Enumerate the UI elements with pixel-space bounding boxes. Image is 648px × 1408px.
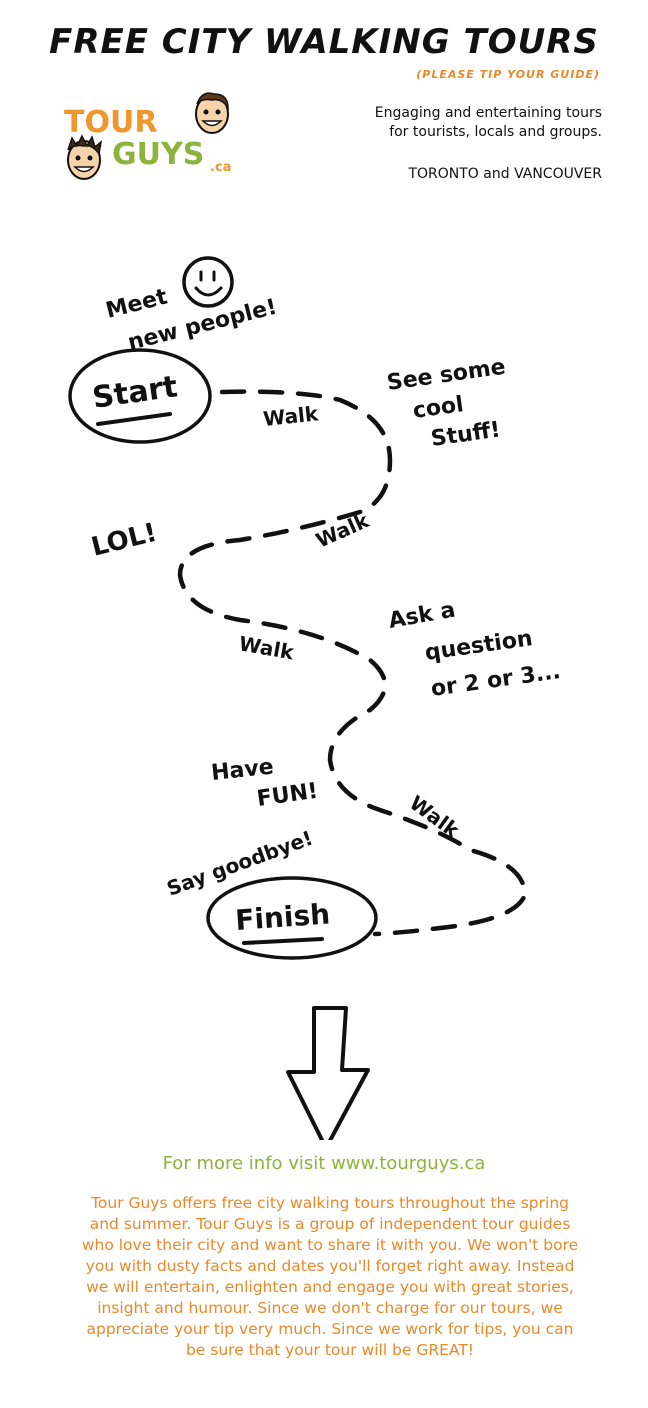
label-have: Have: [210, 755, 275, 786]
about-line: you with dusty facts and dates you'll fo…: [85, 1257, 575, 1275]
label-meet: Meet: [103, 284, 170, 323]
tip-reminder: (PLEASE TIP YOUR GUIDE): [416, 68, 600, 81]
label-fun: FUN!: [255, 779, 319, 812]
cities: TORONTO and VANCOUVER: [408, 166, 602, 182]
more-info-link[interactable]: For more info visit www.tourguys.ca: [162, 1153, 486, 1174]
tour-guys-logo: TOUR GUYS .ca: [62, 88, 262, 188]
label-stuff: Stuff!: [429, 417, 502, 451]
label-start: Start: [90, 369, 179, 416]
about-line: and summer. Tour Guys is a group of inde…: [89, 1215, 571, 1233]
smiley-icon: [182, 256, 234, 308]
finish-oval: [206, 876, 378, 960]
about-paragraph: Tour Guys offers free city walking tours…: [56, 1193, 604, 1361]
logo-word-guys: GUYS: [112, 137, 205, 172]
label-finish: Finish: [234, 897, 331, 937]
tagline-line: Engaging and entertaining tours: [374, 105, 602, 121]
label-walk-3: Walk: [237, 631, 296, 664]
guide-faces-icon: [67, 92, 229, 180]
label-say-goodbye: Say goodbye!: [164, 826, 316, 901]
label-ask-a: Ask a: [387, 598, 458, 634]
label-or-2-or-3: or 2 or 3...: [429, 659, 562, 702]
tagline: Engaging and entertaining tours for tour…: [375, 104, 602, 142]
label-question: question: [423, 626, 534, 666]
about-line: we will entertain, enlighten and engage …: [86, 1278, 574, 1296]
label-lol: LOL!: [88, 518, 159, 563]
about-line: be sure that your tour will be GREAT!: [185, 1341, 475, 1359]
label-walk-2: Walk: [312, 508, 373, 553]
start-oval: [68, 348, 212, 444]
about-line: insight and humour. Since we don't charg…: [97, 1299, 563, 1317]
logo-word-tour: TOUR: [64, 105, 158, 140]
label-walk-4: Walk: [405, 791, 464, 843]
about-line: appreciate your tip very much. Since we …: [86, 1320, 574, 1338]
about-line: who love their city and want to share it…: [81, 1236, 579, 1254]
walking-route: [177, 389, 528, 937]
about-line: Tour Guys offers free city walking tours…: [91, 1194, 569, 1212]
down-arrow-icon: [286, 1006, 370, 1140]
logo-domain-suffix: .ca: [210, 160, 232, 175]
label-see-some: See some: [385, 355, 507, 396]
label-cool: cool: [411, 392, 465, 424]
tagline-line: for tourists, locals and groups.: [389, 124, 602, 140]
label-walk-1: Walk: [262, 401, 320, 431]
tour-journey-doodle: Meet new people! Start Walk See some coo…: [68, 256, 562, 1140]
page-title: FREE CITY WALKING TOURS: [49, 22, 599, 62]
